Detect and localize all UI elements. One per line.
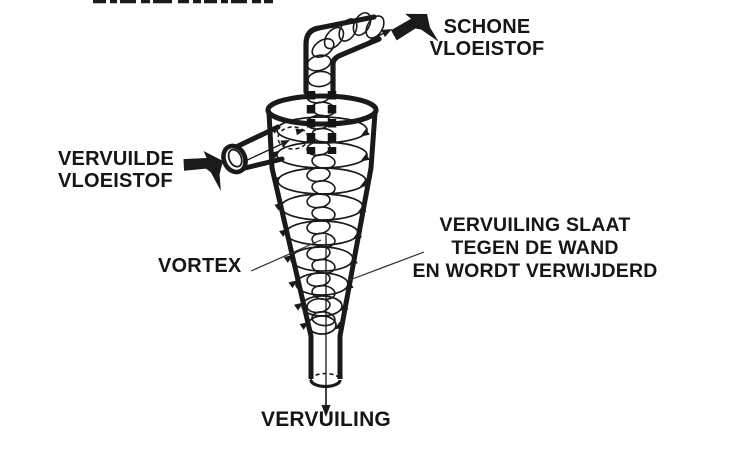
rim-front-arc [265, 109, 379, 127]
leader-lines [250, 239, 425, 282]
cyclone-body [265, 93, 379, 379]
clean-liquid-line1: SCHONE [443, 16, 531, 38]
vortex-label: VORTEX [158, 255, 242, 277]
clean-liquid-label: SCHONE VLOEISTOF [417, 16, 557, 60]
dirty-liquid-line1: VERVUILDE [58, 148, 174, 170]
clean-liquid-line2: VLOEISTOF [429, 37, 545, 60]
overflow-arrow-icon [390, 13, 439, 42]
vortex-leader-line [250, 239, 322, 272]
body-wall-left [266, 112, 314, 379]
vortex-finder-dashes [306, 91, 337, 154]
dirty-liquid-label: VERVUILDE VLOEISTOF [58, 148, 174, 192]
wall-removal-line1: VERVUILING SLAAT [439, 214, 631, 236]
contaminant-out-label: VERVUILING [261, 408, 391, 431]
body-wall-right [337, 112, 378, 379]
inlet-flow-arrow-icon [183, 151, 223, 191]
underflow-arrow-icon [321, 388, 331, 417]
overflow-exit-arrow-icon [368, 29, 392, 42]
underflow-tube-mouth [309, 372, 342, 389]
wall-removal-line2: TEGEN DE WAND [451, 237, 619, 259]
outlet-pipe-spiral [306, 11, 385, 88]
wall-removal-leader-line [346, 251, 425, 282]
wall-removal-line3: EN WORDT VERWIJDERD [412, 260, 658, 282]
dirty-liquid-line2: VLOEISTOF [58, 170, 173, 192]
wall-removal-label: VERVUILING SLAAT TEGEN DE WAND EN WORDT … [400, 214, 670, 283]
